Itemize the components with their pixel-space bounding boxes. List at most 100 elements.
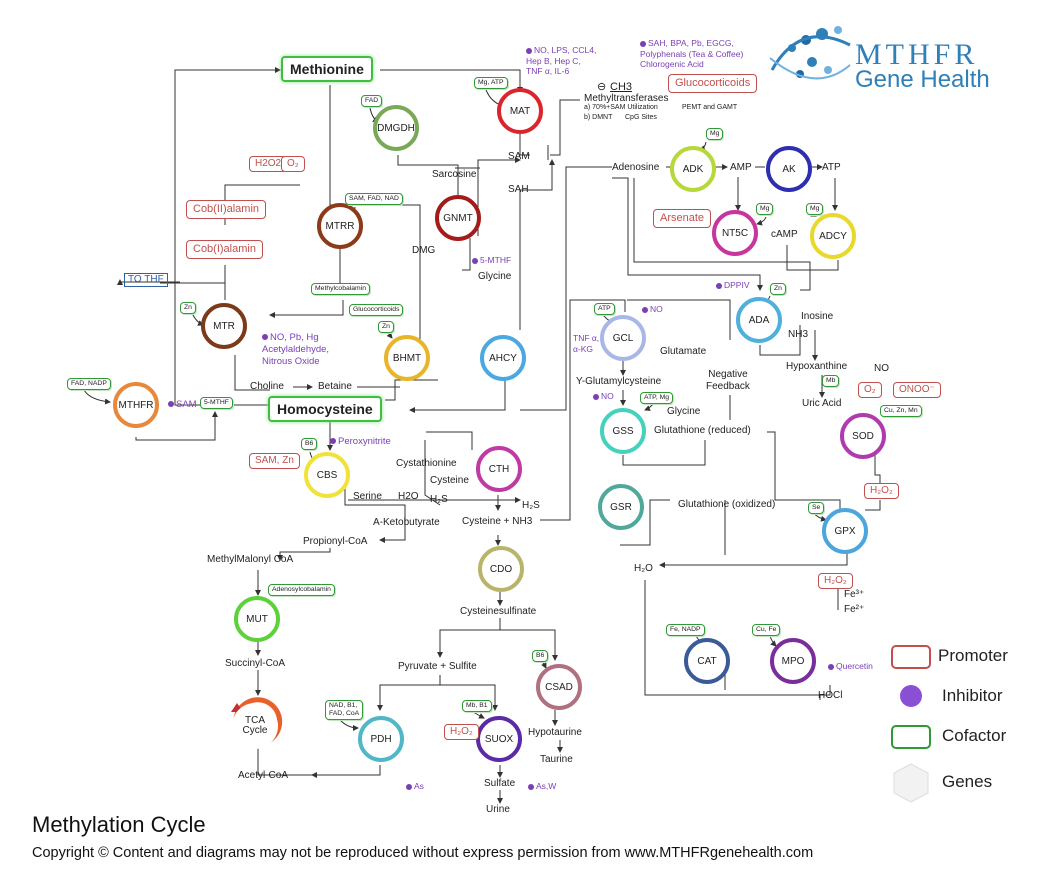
promoter-h2o2-top: H2O2 — [249, 156, 288, 172]
gene-cbs[interactable]: CBS — [304, 452, 350, 498]
label-serine: Serine — [353, 491, 382, 502]
cofactor-mat: Mg, ATP — [474, 77, 508, 90]
gene-gpx[interactable]: GPX — [822, 508, 868, 554]
label-amp: AMP — [730, 162, 752, 173]
label-succinyl: Succinyl-CoA — [225, 658, 286, 669]
inhibitor-cbs: Peroxynitrite — [330, 436, 391, 448]
label-glycine: Glycine — [667, 406, 701, 417]
label-glycine-gnmt: Glycine — [478, 271, 512, 282]
label-fe2: Fe²⁺ — [844, 604, 865, 615]
inhibitor-mthfr: SAM — [168, 399, 197, 411]
logo-subtitle: Gene Health — [855, 66, 990, 93]
promoter-h2o2-sod: H₂O₂ — [864, 483, 899, 499]
cofactor-sod: Cu, Zn, Mn — [880, 405, 922, 418]
label-atp: ATP — [822, 162, 841, 173]
methionine-node[interactable]: Methionine — [281, 56, 373, 82]
legend-inhibitor-icon — [900, 685, 922, 707]
label-methylmalonyl: MethylMalonyl CoA — [207, 554, 294, 565]
label-hocl: HOCl — [818, 690, 843, 701]
gene-csad[interactable]: CSAD — [536, 664, 582, 710]
label-hypotaurine: Hypotaurine — [528, 727, 582, 738]
label-y-glut: Y-Glutamylcysteine — [576, 376, 662, 387]
inhibitor-gcl-no: NO — [642, 304, 663, 315]
cofactor-bhmt-glucocorticoids: Glucocorticoids — [349, 304, 404, 317]
promoter-h2o2-suox: H₂O₂ — [444, 724, 479, 740]
cofactor-gcl: ATP — [594, 303, 615, 316]
label-betaine: Betaine — [318, 381, 352, 392]
gene-gsr[interactable]: GSR — [598, 484, 644, 530]
label-choline: Choline — [250, 381, 284, 392]
gene-suox[interactable]: SUOX — [476, 716, 522, 762]
promoter-cob2: Cob(II)alamin — [186, 200, 267, 220]
inhibitor-gnmt: 5-MTHF — [472, 255, 511, 266]
gene-ada[interactable]: ADA — [736, 297, 782, 343]
gene-cat[interactable]: CAT — [684, 638, 730, 684]
logo-title: MTHFR — [855, 38, 979, 71]
inhibitor-gcl-tnf: TNF α, α-KG — [573, 333, 600, 354]
gene-tca-cycle[interactable]: TCA Cycle — [232, 703, 278, 749]
gene-adcy[interactable]: ADCY — [810, 213, 856, 259]
gene-bhmt[interactable]: BHMT — [384, 335, 430, 381]
cofactor-bhmt: Zn — [378, 321, 394, 334]
cofactor-suox: Mb, B1 — [462, 700, 492, 713]
inhibitor-pdh: As — [406, 781, 424, 792]
label-mt-a2: PEMT and GAMT — [682, 104, 738, 111]
gene-mtr[interactable]: MTR — [201, 303, 247, 349]
cofactor-mpo: Cu, Fe — [752, 624, 781, 637]
label-glut-oxidized: Glutathione (oxidized) — [678, 499, 776, 510]
gene-cth[interactable]: CTH — [476, 446, 522, 492]
label-h2o: H₂O — [634, 563, 653, 574]
inhibitor-mat: NO, LPS, CCL4, Hep B, Hep C, TNF α, IL-6 — [526, 45, 597, 77]
promoter-o2-sod: O₂ — [858, 382, 882, 398]
gene-nt5c[interactable]: NT5C — [712, 210, 758, 256]
cofactor-nt5c: Mg — [756, 203, 774, 216]
gene-ahcy[interactable]: AHCY — [480, 335, 526, 381]
label-h2s: H₂S — [522, 500, 540, 511]
cofactor-methylcobalamin: Methylcobalamin — [311, 283, 370, 296]
gene-ak[interactable]: AK — [766, 146, 812, 192]
gene-mut[interactable]: MUT — [234, 596, 280, 642]
gene-pdh[interactable]: PDH — [358, 716, 404, 762]
gene-mthfr[interactable]: MTHFR — [113, 382, 159, 428]
cofactor-adcy: Mg — [806, 203, 824, 216]
label-to-thf: TO THF — [124, 273, 168, 287]
gene-gss[interactable]: GSS — [600, 408, 646, 454]
gene-cdo[interactable]: CDO — [478, 546, 524, 592]
promoter-h2o2-gpx: H₂O₂ — [818, 573, 853, 589]
gene-sod[interactable]: SOD — [840, 413, 886, 459]
gene-gcl[interactable]: GCL — [600, 315, 646, 361]
gene-mtrr[interactable]: MTRR — [317, 203, 363, 249]
label-fe3: Fe³⁺ — [844, 589, 865, 600]
promoter-o2-top: O₂ — [281, 156, 305, 172]
label-a-ketobutyrate: A-Ketobutyrate — [373, 517, 440, 528]
pathway-connectors — [117, 67, 881, 804]
cofactor-mtr: Zn — [180, 302, 196, 315]
gene-adk[interactable]: ADK — [670, 146, 716, 192]
promoter-sam-zn: SAM, Zn — [249, 453, 300, 469]
label-cysteinesulfinate: Cysteinesulfinate — [460, 606, 537, 617]
cofactor-gpx: Se — [808, 502, 825, 515]
gene-mat[interactable]: MAT — [497, 88, 543, 134]
label-adenosine: Adenosine — [612, 162, 660, 173]
gene-dmgdh[interactable]: DMGDH — [373, 105, 419, 151]
inhibitor-mtr: NO, Pb, Hg Acetylaldehyde, Nitrous Oxide — [262, 332, 330, 367]
promoter-cob1: Cob(I)alamin — [186, 240, 263, 260]
gene-mpo[interactable]: MPO — [770, 638, 816, 684]
cofactor-cat: Fe, NADP — [666, 624, 705, 637]
legend-gene-icon — [893, 763, 929, 803]
inhibitor-suox: As,W — [528, 781, 556, 792]
label-sah: SAH — [508, 184, 529, 195]
homocysteine-node[interactable]: Homocysteine — [268, 396, 382, 422]
label-propionyl: Propionyl-CoA — [303, 536, 368, 547]
label-cysteine: Cysteine — [430, 475, 469, 486]
legend-promoter: Promoter — [938, 646, 1008, 665]
label-sam: SAM — [508, 151, 530, 162]
inhibitor-mpo: Quercetin — [828, 661, 873, 672]
legend-inhibitor: Inhibitor — [942, 686, 1003, 705]
cofactor-dmgdh: FAD — [361, 95, 383, 108]
label-acetyl: Acetyl-CoA — [238, 770, 289, 781]
label-hypoxanthine: Hypoxanthine — [786, 361, 848, 372]
cofactor-uric: Mb — [822, 375, 840, 388]
label-no: NO — [874, 363, 889, 374]
gene-gnmt[interactable]: GNMT — [435, 195, 481, 241]
